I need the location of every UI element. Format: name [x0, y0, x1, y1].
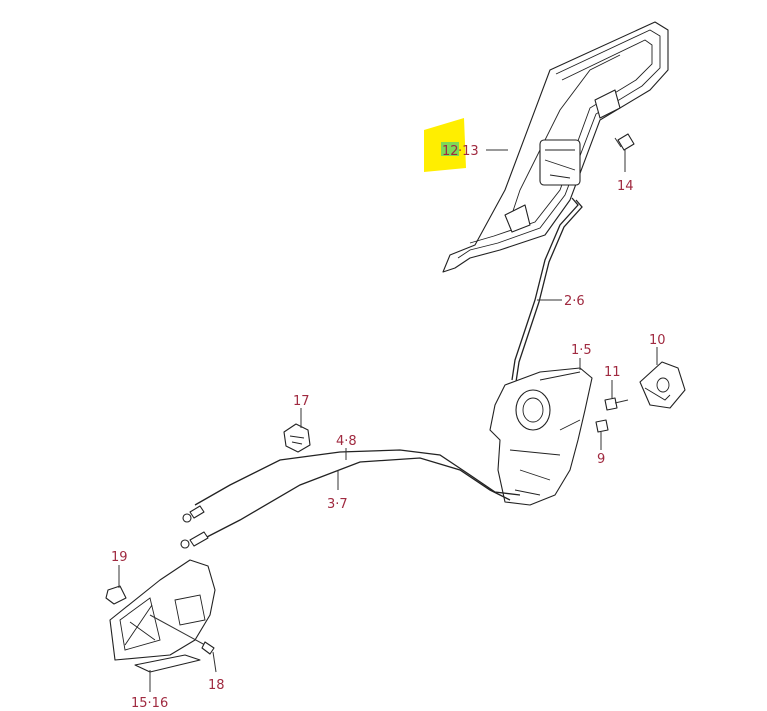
- cable-clip-part[interactable]: [283, 423, 311, 453]
- highlight-text-bg: [441, 142, 459, 156]
- striker-part[interactable]: [639, 361, 686, 409]
- cap-part[interactable]: [105, 585, 127, 605]
- rod-part[interactable]: [511, 197, 579, 381]
- label-10: 10: [649, 333, 666, 348]
- label-9: 9: [597, 452, 605, 467]
- label-1-5: 1·5: [571, 343, 592, 358]
- cables-part[interactable]: [180, 449, 521, 549]
- label-19: 19: [111, 550, 128, 565]
- inner-handle-part[interactable]: [109, 559, 216, 673]
- label-13: ·13: [458, 144, 479, 159]
- label-4-8: 4·8: [336, 434, 357, 449]
- label-15-16: 15·16: [131, 696, 168, 711]
- screw-14-part[interactable]: [614, 133, 635, 151]
- door-latch-part[interactable]: [489, 367, 593, 506]
- latch-screw-part[interactable]: [595, 419, 609, 433]
- label-2-6: 2·6: [564, 294, 585, 309]
- handle-screw-part[interactable]: [201, 641, 215, 655]
- label-12: 12: [442, 144, 459, 159]
- label-18: 18: [208, 678, 225, 693]
- label-17: 17: [293, 394, 310, 409]
- label-14: 14: [617, 179, 634, 194]
- striker-bolt-part[interactable]: [604, 397, 629, 411]
- label-11: 11: [604, 365, 621, 380]
- window-regulator-part[interactable]: [442, 21, 669, 273]
- label-3-7: 3·7: [327, 497, 348, 512]
